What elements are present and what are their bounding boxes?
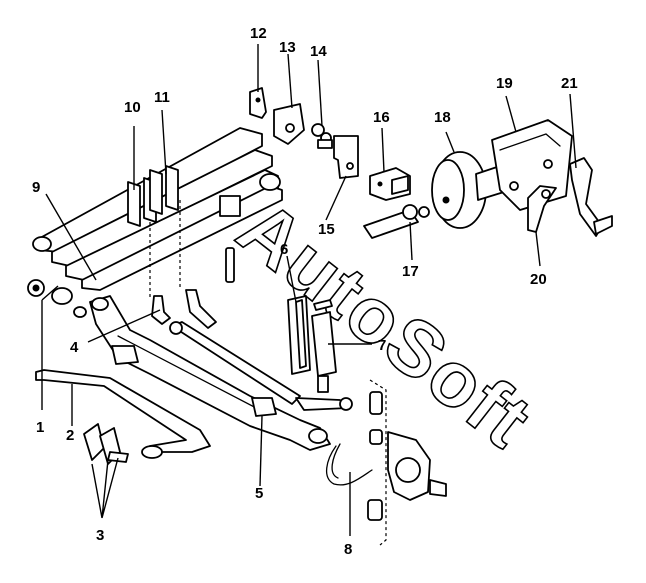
callout-labels: 1 2 3 4 5 6 7 8 9 10 11 12 13 14 15 16 1… — [32, 25, 578, 558]
bracket-12 — [249, 87, 267, 119]
callout-17: 17 — [402, 263, 419, 280]
bracket-15 — [333, 135, 359, 179]
stabilizer-bar — [35, 369, 211, 459]
callout-10: 10 — [124, 99, 141, 116]
bracket-13 — [273, 103, 305, 145]
knuckle-assembly — [326, 379, 447, 546]
callout-8: 8 — [344, 541, 352, 558]
callout-13: 13 — [279, 39, 296, 56]
callout-2: 2 — [66, 427, 74, 444]
spring-shackle — [27, 279, 87, 318]
master-cylinder-17 — [363, 204, 430, 239]
callout-3: 3 — [96, 527, 104, 544]
stabilizer-brackets — [83, 423, 129, 465]
leader-lines — [41, 44, 577, 536]
callout-6: 6 — [280, 241, 288, 258]
u-bolt-11 — [149, 165, 179, 215]
callout-4: 4 — [70, 339, 79, 356]
callout-5: 5 — [255, 485, 263, 502]
callout-20: 21 — [561, 75, 578, 92]
pressure-regulator-16 — [369, 167, 411, 201]
tie-rod — [151, 289, 353, 411]
callout-19: 19 — [496, 75, 513, 92]
callout-9: 9 — [32, 179, 40, 196]
callout-16: 16 — [373, 109, 390, 126]
callout-21: 20 — [530, 271, 547, 288]
callout-7: 7 — [378, 337, 386, 354]
spring-bolt — [219, 195, 241, 283]
callout-11: 11 — [154, 89, 170, 106]
callout-1: 1 — [36, 419, 44, 436]
callout-18: 18 — [434, 109, 451, 126]
callout-12: 12 — [250, 25, 267, 42]
shock-absorber — [287, 295, 337, 393]
callout-14: 14 — [310, 43, 327, 60]
bolt-14 — [311, 123, 333, 149]
leaf-spring — [32, 127, 283, 300]
front-axle-beam — [89, 295, 331, 451]
brake-booster-18 — [431, 151, 505, 229]
pedal-20 — [527, 185, 557, 233]
pedal-21 — [569, 157, 613, 237]
callout-15: 15 — [318, 221, 335, 238]
